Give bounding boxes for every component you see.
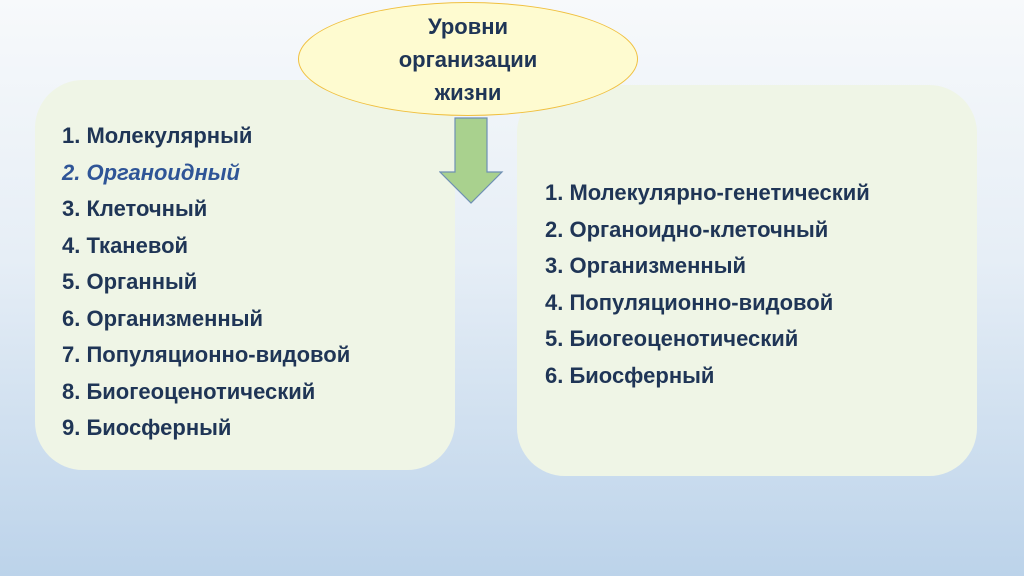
list-item: 5. Органный: [62, 269, 198, 294]
list-item: 3. Организменный: [545, 253, 747, 278]
list-item: 4. Тканевой: [62, 232, 189, 258]
slide-title: Уровни организации жизни: [398, 13, 538, 105]
list-item: 9. Биосферный: [62, 415, 232, 440]
down-arrow-icon: [439, 117, 504, 204]
list-item: 6. Биосферный: [545, 362, 715, 388]
list-item: 1. Молекулярный: [62, 123, 253, 148]
title-ellipse: Уровни организации жизни: [298, 2, 638, 116]
list-item-highlighted: 2. Органоидный: [62, 159, 240, 185]
left-levels-panel: 1. Молекулярный 2. Органоидный 3. Клеточ…: [35, 80, 455, 470]
list-item: 7. Популяционно-видовой: [62, 342, 351, 367]
list-item: 4. Популяционно-видовой: [545, 289, 834, 315]
right-levels-list: 1. Молекулярно-генетический 2. Органоидн…: [545, 175, 870, 394]
list-item: 6. Организменный: [62, 305, 264, 331]
list-item: 2. Органоидно-клеточный: [545, 216, 829, 242]
list-item: 8. Биогеоценотический: [62, 378, 316, 404]
list-item: 1. Молекулярно-генетический: [545, 180, 870, 205]
left-levels-list: 1. Молекулярный 2. Органоидный 3. Клеточ…: [62, 118, 350, 447]
list-item: 3. Клеточный: [62, 196, 208, 221]
list-item: 5. Биогеоценотический: [545, 326, 799, 351]
right-levels-panel: 1. Молекулярно-генетический 2. Органоидн…: [517, 85, 977, 476]
